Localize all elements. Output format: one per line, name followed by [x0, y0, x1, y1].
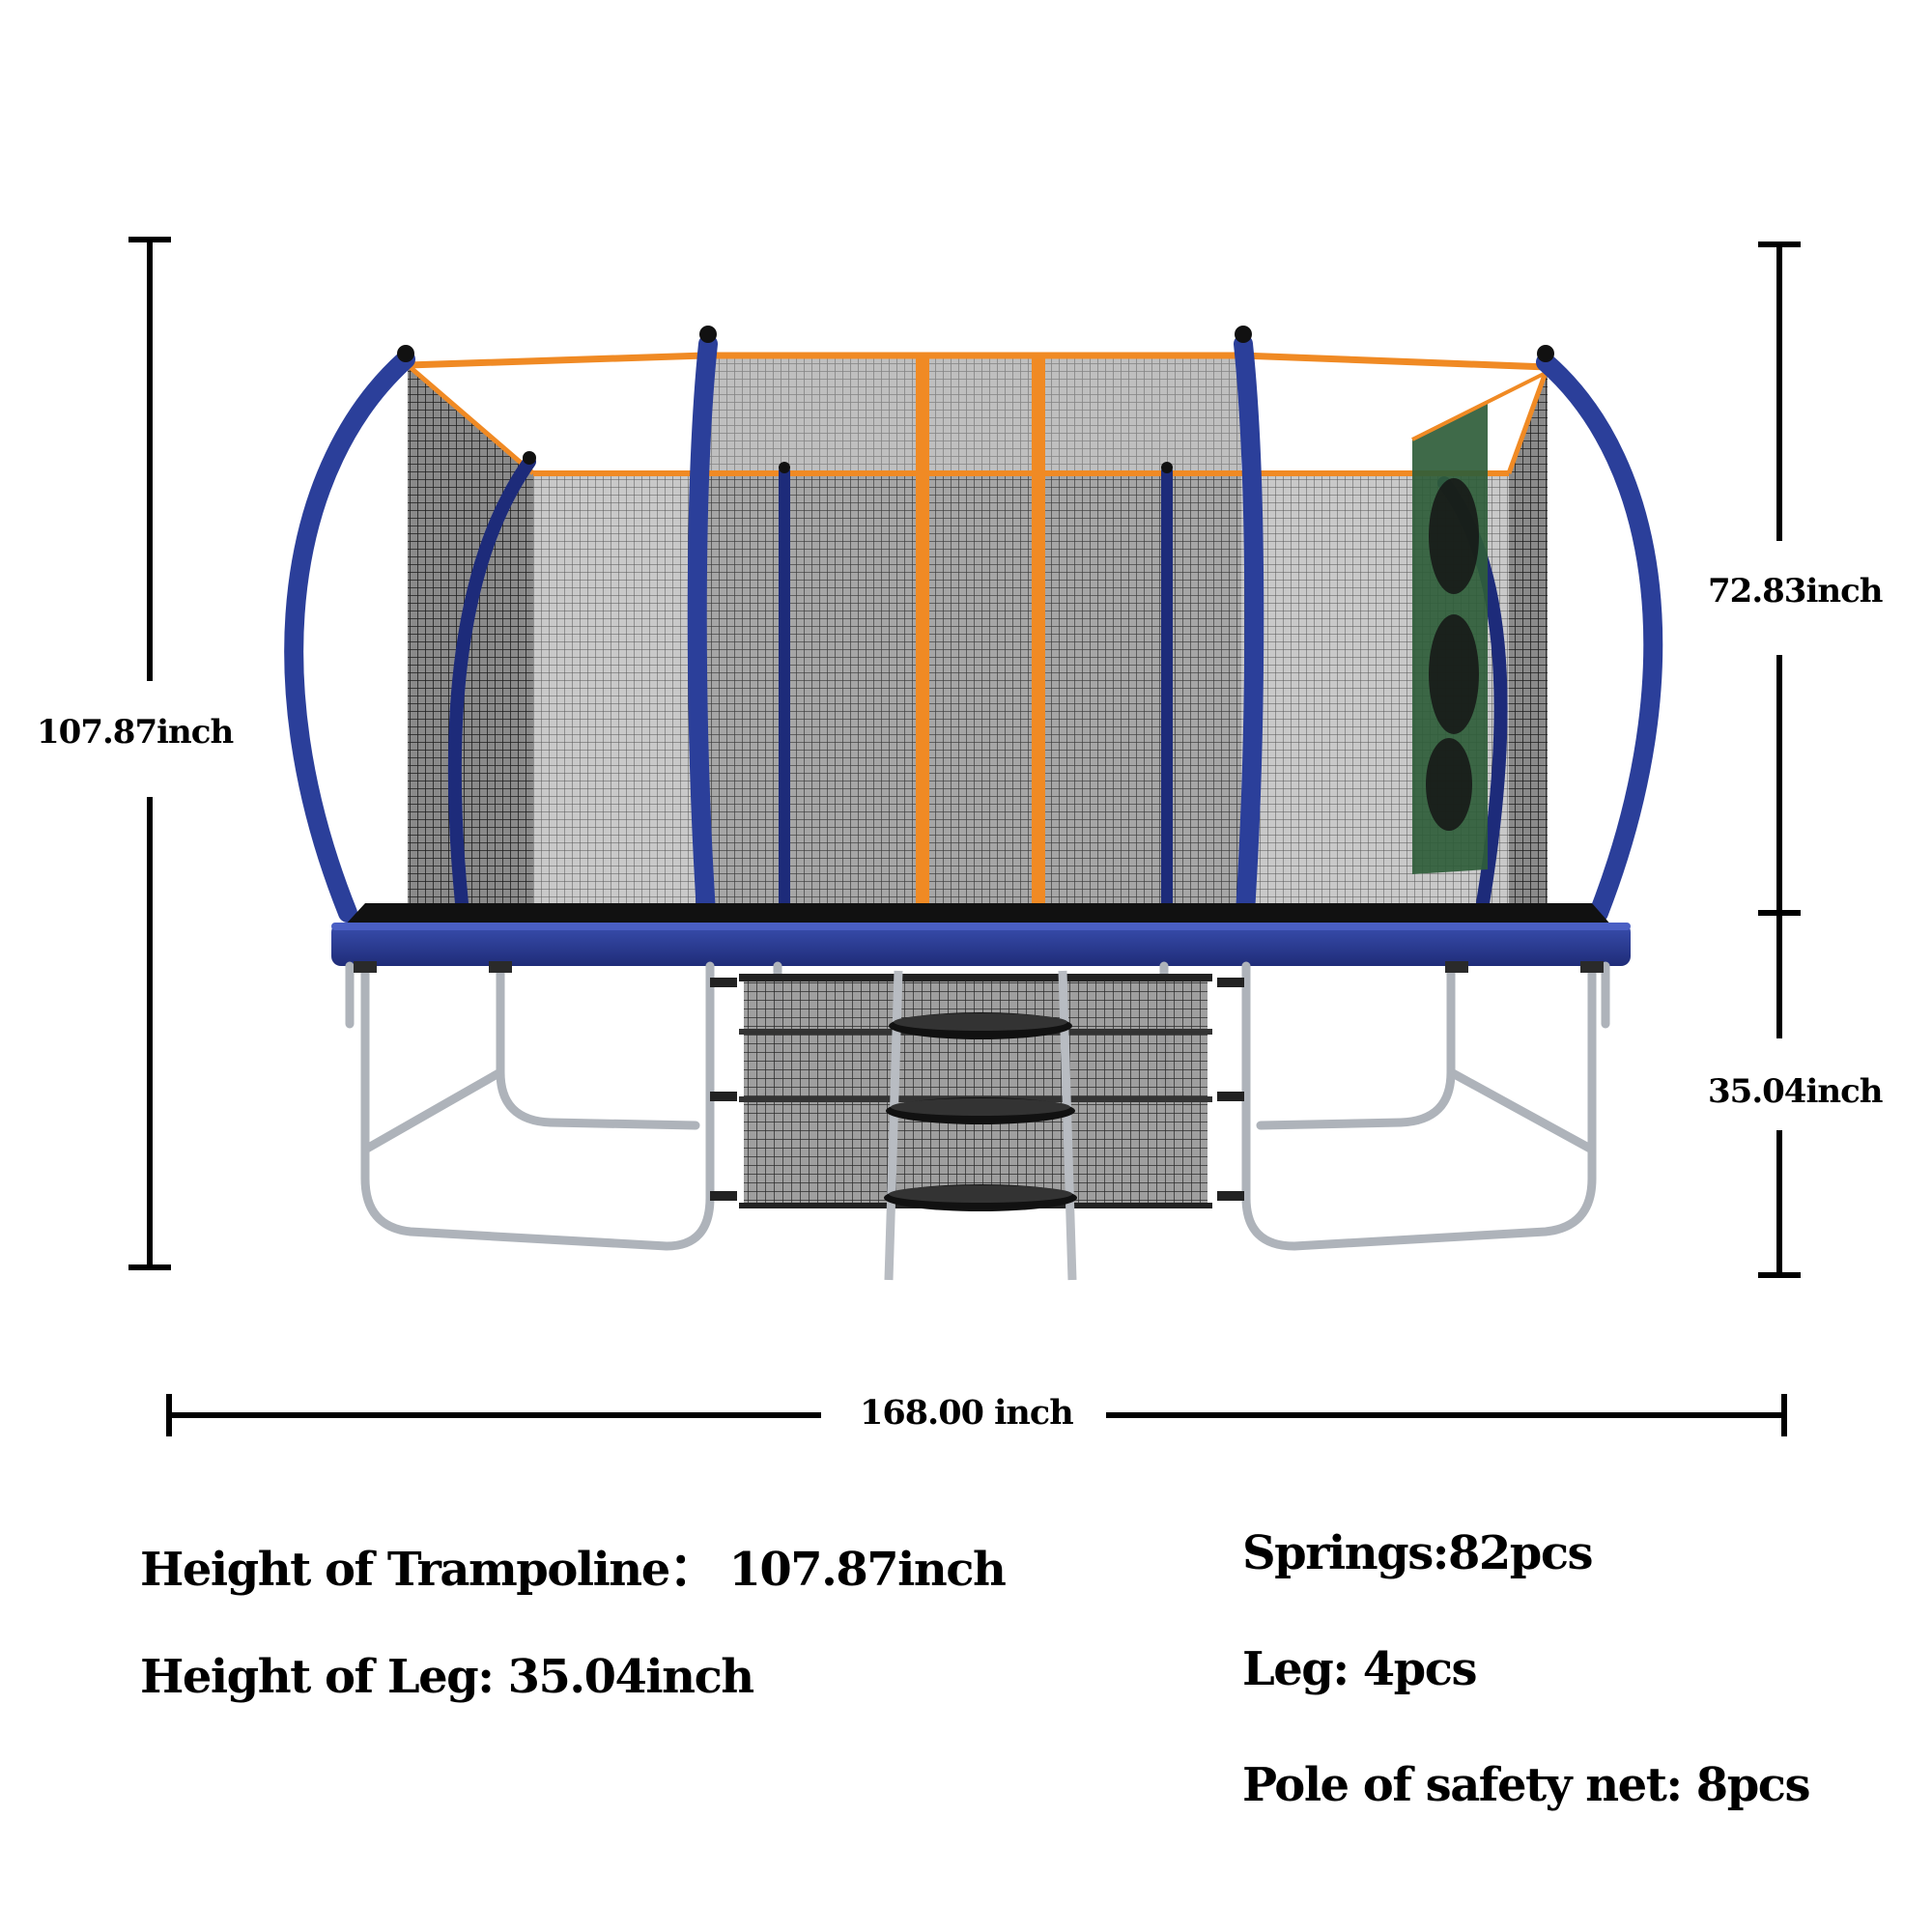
spec-height-leg: Height of Leg: 35.04inch: [140, 1650, 754, 1704]
spec-springs: Springs:82pcs: [1242, 1526, 1594, 1580]
jump-mat-frame: [331, 903, 1631, 966]
safety-net-enclosure: [406, 352, 1550, 925]
length-label: 168.00 inch: [860, 1393, 1074, 1433]
enclosure-height-label: 72.83inch: [1708, 572, 1884, 611]
skirt-net: [710, 974, 1244, 1208]
soccer-target-net: [1411, 370, 1548, 874]
frame-padding: [331, 923, 1631, 966]
spec-height-trampoline: Height of Trampoline： 107.87inch: [140, 1543, 1007, 1597]
spec-leg-count: Leg: 4pcs: [1242, 1642, 1478, 1696]
net-door-strap-right: [1032, 355, 1045, 925]
dimension-lines: [128, 237, 1801, 1436]
ladder: [884, 970, 1077, 1281]
leg-height-label: 35.04inch: [1708, 1072, 1884, 1111]
net-door-strap-left: [916, 355, 929, 925]
spec-net-poles: Pole of safety net: 8pcs: [1242, 1758, 1811, 1812]
total-height-label: 107.87inch: [37, 713, 234, 752]
back-poles: [447, 455, 1508, 910]
front-poles: [284, 334, 1663, 952]
